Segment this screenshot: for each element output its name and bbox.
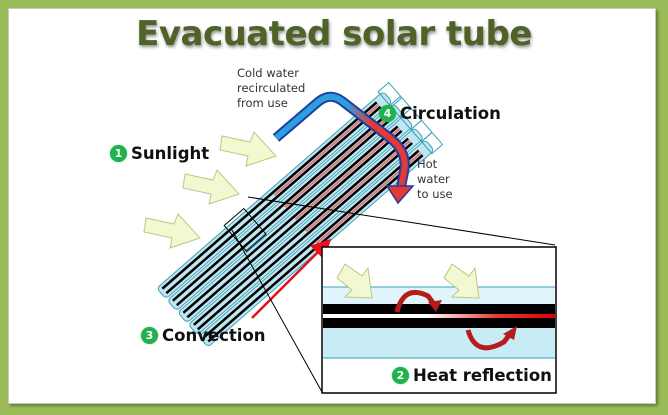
zoom-selection-box: [223, 207, 267, 252]
tube: [189, 128, 423, 334]
sunlight-arrow: [219, 131, 277, 167]
step-convection: 3 Convection: [141, 326, 266, 345]
step-label: Convection: [162, 326, 266, 345]
step-circulation: 4 Circulation: [379, 104, 501, 123]
hot-water-label: Hot water to use: [417, 157, 453, 201]
step-label: Sunlight: [131, 144, 210, 163]
step-heat-reflection: 2 Heat reflection: [392, 366, 552, 385]
step-number-badge: 2: [392, 367, 409, 384]
zoom-connector: [247, 196, 556, 246]
step-sunlight: 1 Sunlight: [110, 144, 209, 163]
sunlight-arrow: [443, 263, 480, 299]
step-label: Circulation: [400, 104, 501, 123]
heat-reflection-detail: [321, 246, 557, 394]
sunlight-arrow: [143, 213, 201, 249]
zoom-connector: [231, 229, 323, 393]
cold-water-label: Cold water recirculated from use: [237, 66, 306, 110]
tube: [178, 116, 413, 322]
convection-arrow: [251, 238, 332, 319]
reflection-arrow: [394, 290, 436, 313]
tube: [157, 92, 392, 298]
sunlight-arrows: [143, 131, 277, 249]
step-number-badge: 4: [379, 105, 396, 122]
step-number-badge: 3: [141, 327, 158, 344]
diagram-title: Evacuated solar tube: [136, 14, 532, 54]
step-label: Heat reflection: [413, 366, 552, 385]
reflection-arrow: [465, 329, 512, 351]
sunlight-arrow: [182, 169, 240, 205]
step-number-badge: 1: [110, 145, 127, 162]
sunlight-arrow: [336, 263, 373, 299]
hot-water-arrowhead: [385, 185, 415, 205]
